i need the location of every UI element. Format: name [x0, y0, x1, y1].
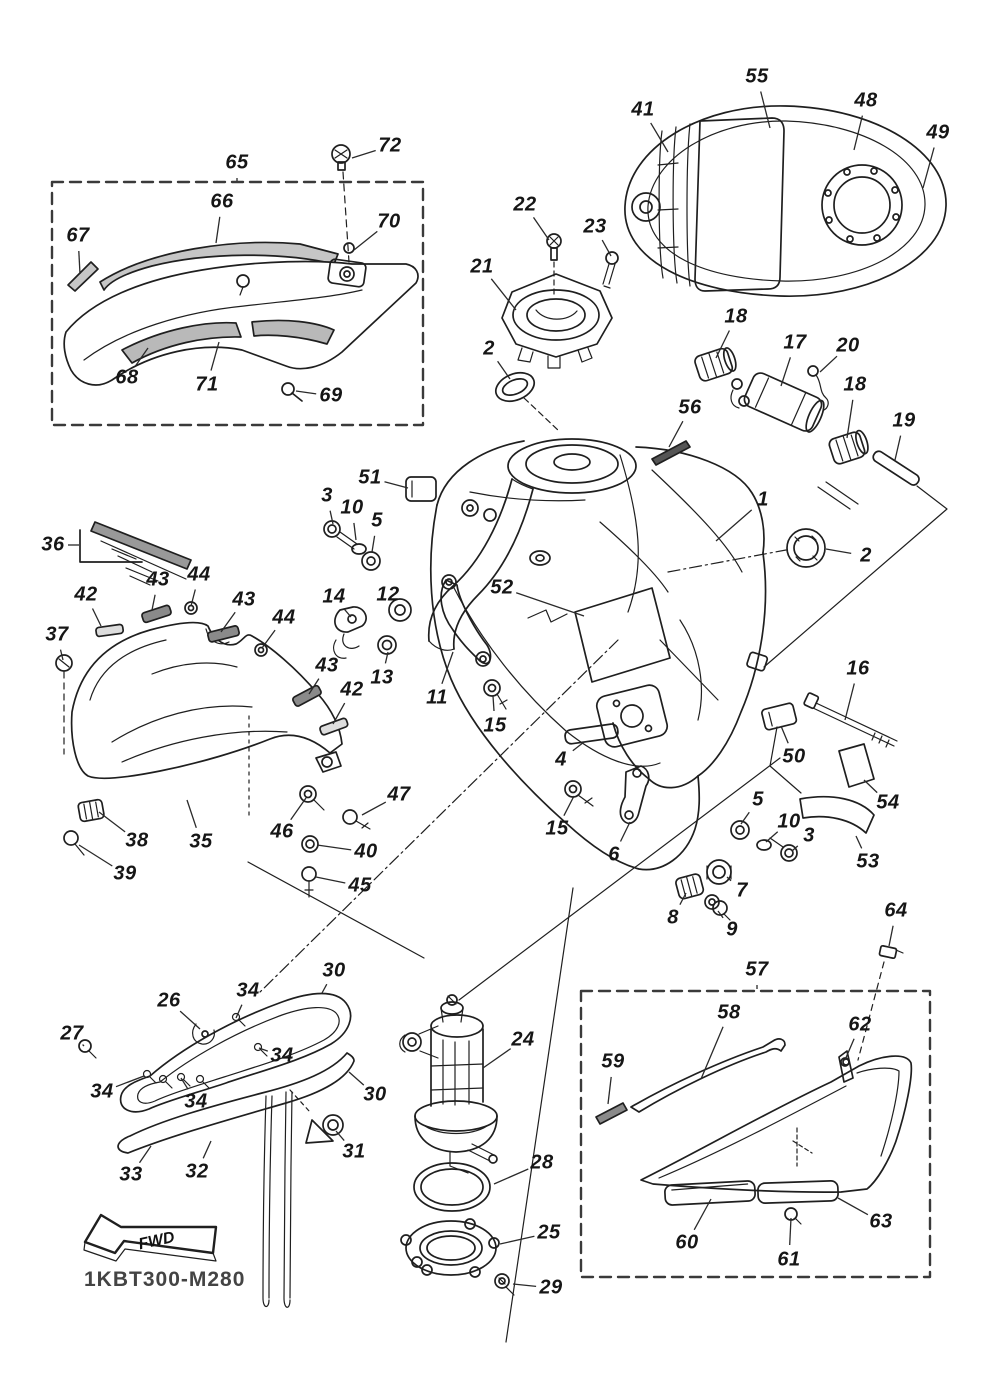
fwd-arrow: FWD: [83, 1213, 218, 1262]
leader-lines: [59, 91, 935, 1288]
gasket-2: [494, 371, 536, 403]
bolt-29: [494, 1273, 515, 1296]
strip-53: [799, 795, 875, 834]
rear-cowl-assembly: [595, 1038, 913, 1225]
o-ring-28: [413, 1162, 491, 1212]
sticker-54: [838, 743, 875, 788]
cushion-4: [564, 723, 619, 745]
tank-top-view: [624, 105, 947, 297]
pump-flange-25: [400, 1218, 500, 1278]
pin-19: [872, 450, 920, 486]
center-fasteners: [323, 476, 671, 710]
dashed-group-box-57: [579, 989, 932, 1279]
pump-recess: [595, 684, 669, 748]
side-cover-assembly: [63, 144, 419, 402]
fuel-pump-assembly: [399, 994, 515, 1296]
damper-51: [405, 476, 437, 502]
filler-ring-top-view: [821, 164, 903, 246]
tank-stay-frame: [78, 992, 355, 1308]
washer-70: [343, 242, 355, 254]
right-side-parts: [564, 528, 904, 1061]
screw-23: [602, 251, 619, 289]
bolt-69: [281, 382, 303, 402]
fuel-tank-body: [427, 438, 859, 871]
screw-22: [546, 233, 562, 261]
filler-cap-assembly: [494, 233, 619, 433]
tank-side-cover: [55, 521, 371, 898]
screw-72: [331, 144, 351, 171]
dashed-group-box-65: [50, 180, 425, 427]
bolt-16: [803, 692, 898, 748]
plate-52: [574, 587, 671, 683]
diagram-part-code: 1KBT300-M280: [84, 1268, 246, 1291]
emblem-36: [79, 521, 192, 586]
screw-20: [807, 365, 829, 411]
assembly-lines: [247, 639, 781, 1343]
bracket-6: [619, 765, 650, 825]
bolt-64: [878, 944, 898, 960]
fuel-cock-assembly: [694, 347, 948, 668]
clips-34: [142, 1012, 268, 1089]
bracket-50: [761, 702, 798, 731]
